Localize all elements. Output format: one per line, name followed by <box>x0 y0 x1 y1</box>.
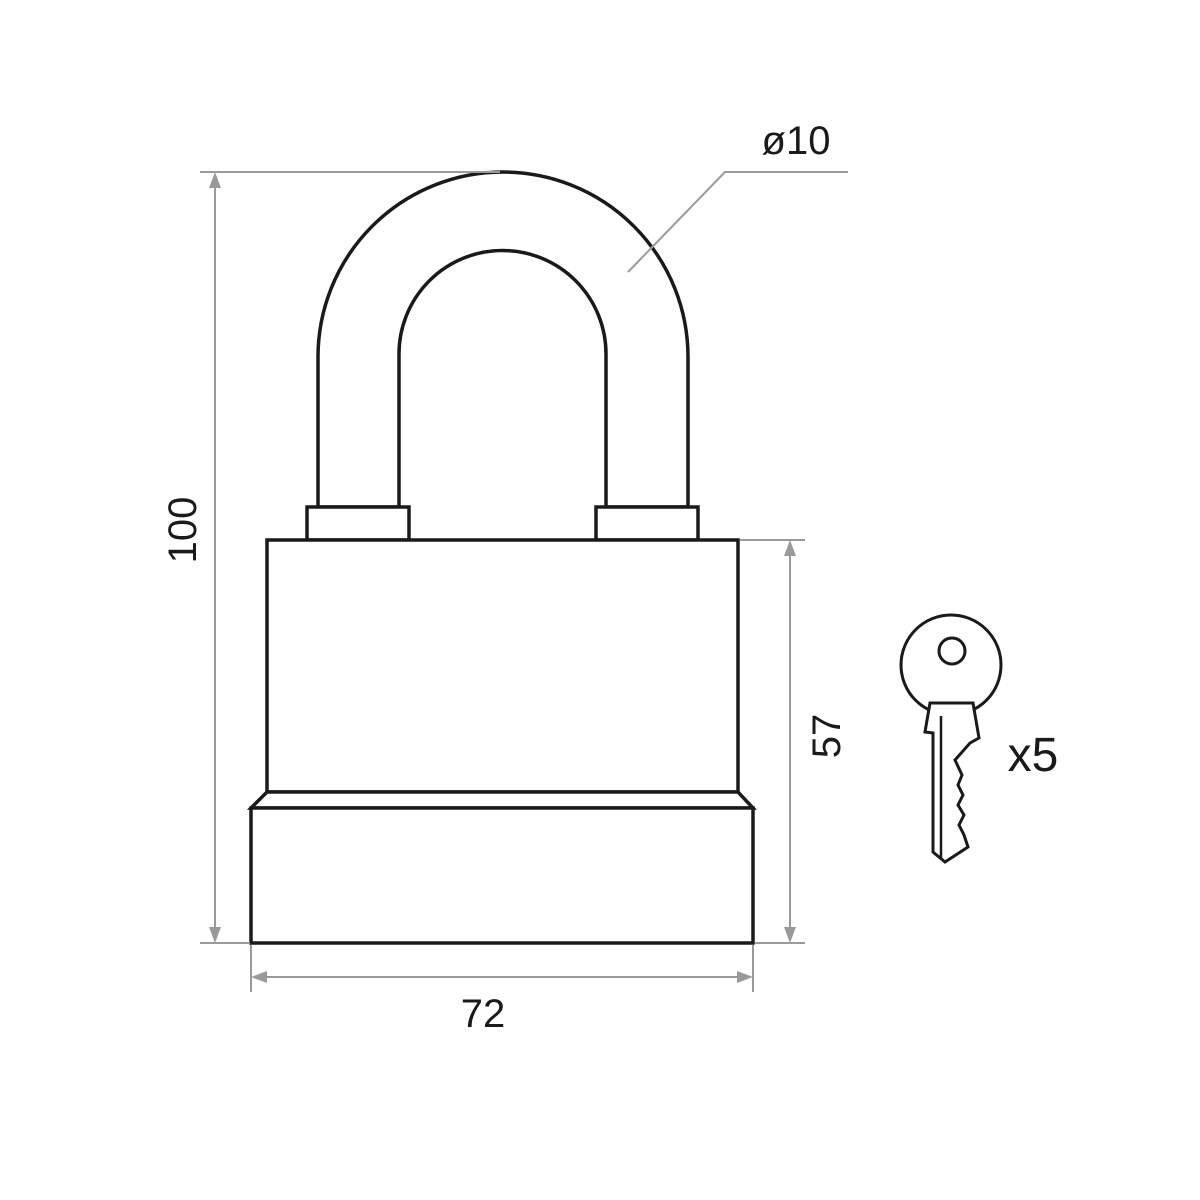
base-chamfer <box>246 790 758 810</box>
width-label: 72 <box>461 992 506 1036</box>
body-height-label: 57 <box>805 714 849 759</box>
dimension-height-total: 100 <box>161 171 500 944</box>
lock-body <box>265 538 740 794</box>
key-icon <box>899 613 1003 864</box>
dimension-body-height: 57 <box>740 539 849 944</box>
shackle-diameter-label: ø10 <box>762 119 831 163</box>
key-count-label: x5 <box>1008 729 1059 782</box>
dimension-width: 72 <box>250 945 754 1036</box>
lock-base <box>249 806 755 945</box>
shackle <box>316 170 690 509</box>
left-collar <box>305 505 411 542</box>
right-collar <box>594 505 700 542</box>
dimension-shackle-diameter: ø10 <box>627 119 848 273</box>
height-total-label: 100 <box>161 497 205 564</box>
